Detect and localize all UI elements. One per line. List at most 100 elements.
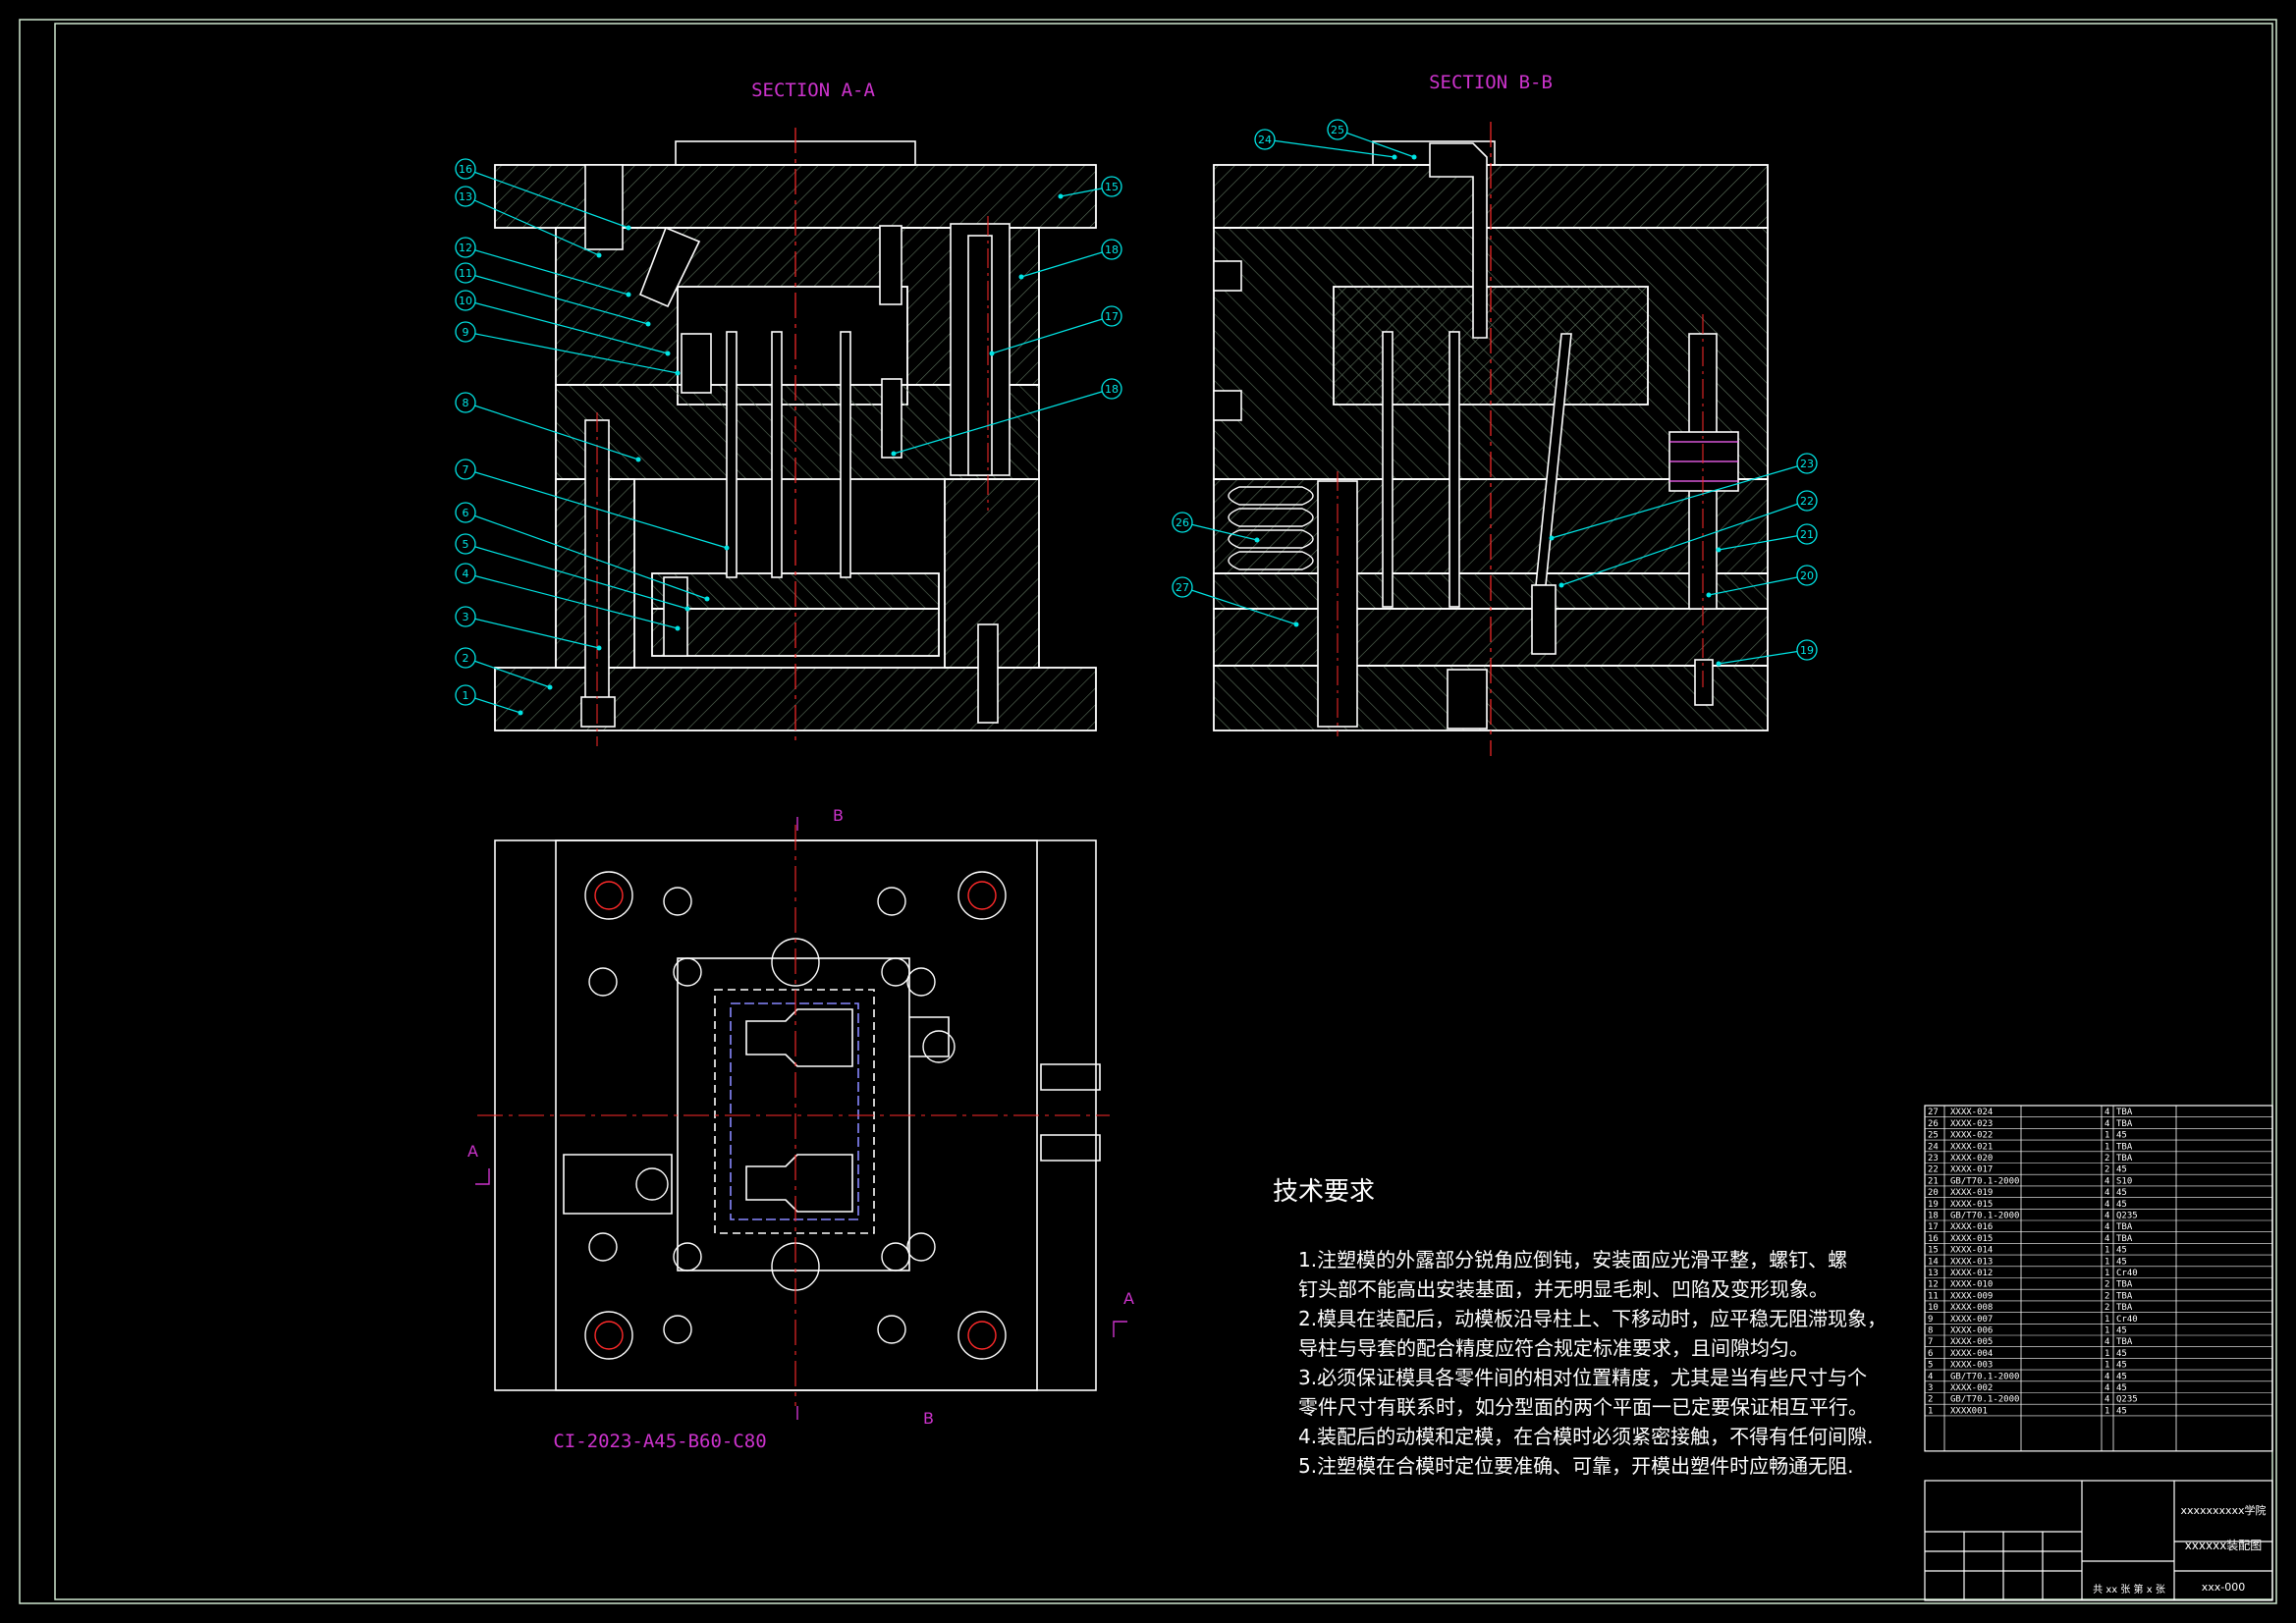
balloon: 12	[455, 237, 631, 298]
bom-cell: 19	[1928, 1200, 1939, 1210]
tech-requirement-line: 零件尺寸有联系时，如分型面的两个平面一已定要保证相互平行。	[1298, 1395, 1868, 1419]
bom-cell: XXXX-020	[1950, 1154, 1993, 1163]
bom-cell: 4	[2105, 1234, 2109, 1244]
tech-requirement-line: 5.注塑模在合模时定位要准确、可靠，开模出塑件时应畅通无阻.	[1298, 1454, 1853, 1478]
bom-cell: 20	[1928, 1188, 1939, 1198]
balloon-number: 3	[463, 611, 469, 623]
bom-cell: 5	[1928, 1361, 1933, 1371]
bom-cell: 12	[1928, 1280, 1939, 1290]
balloon: 9	[455, 321, 681, 376]
balloon-number: 23	[1800, 458, 1814, 470]
bom-cell: XXXX-023	[1950, 1119, 1993, 1129]
bom-cell: 16	[1928, 1234, 1939, 1244]
bom-cell: TBA	[2116, 1222, 2133, 1232]
bom-cell: 9	[1928, 1315, 1933, 1325]
drawing-code: CI-2023-A45-B60-C80	[553, 1431, 766, 1452]
tech-requirement-line: 1.注塑模的外露部分锐角应倒钝，安装面应光滑平整，螺钉、螺	[1298, 1248, 1847, 1271]
tech-requirements-title: 技术要求	[1273, 1177, 1375, 1207]
balloon-number: 7	[463, 463, 469, 476]
bom-cell: 24	[1928, 1142, 1939, 1152]
bom-cell: 1	[2105, 1326, 2109, 1336]
bom-cell: XXXX-002	[1950, 1383, 1993, 1393]
bom-cell: GB/T70.1-2000	[1950, 1372, 2019, 1381]
bom-cell: 45	[2116, 1188, 2127, 1198]
balloon-number: 18	[1105, 383, 1119, 396]
balloon-number: 8	[463, 397, 469, 409]
bom-cell: Q235	[2116, 1395, 2138, 1405]
bom-cell: 45	[2116, 1200, 2127, 1210]
bom-cell: 45	[2116, 1246, 2127, 1256]
bom-cell: 45	[2116, 1349, 2127, 1359]
bom-cell: 1	[2105, 1246, 2109, 1256]
bom-cell: 4	[2105, 1222, 2109, 1232]
bom-cell: TBA	[2116, 1337, 2133, 1347]
bom-cell: 4	[2105, 1176, 2109, 1186]
balloon: 18	[1018, 239, 1122, 280]
balloon: 19	[1716, 639, 1818, 667]
balloon: 22	[1558, 490, 1818, 588]
bom-cell: 1	[2105, 1257, 2109, 1267]
balloon-number: 26	[1175, 516, 1189, 529]
balloon: 24	[1254, 129, 1397, 160]
bom-cell: TBA	[2116, 1234, 2133, 1244]
bom-cell: 1	[2105, 1269, 2109, 1278]
balloon-number: 15	[1105, 181, 1119, 193]
bom-cell: 45	[2116, 1361, 2127, 1371]
balloon-number: 19	[1800, 644, 1814, 657]
bom-cell: 4	[2105, 1383, 2109, 1393]
tech-requirement-line: 2.模具在装配后，动模板沿导柱上、下移动时，应平稳无阻滞现象，	[1298, 1307, 1886, 1330]
bom-cell: XXXX-008	[1950, 1303, 1993, 1313]
bom-cell: 4	[2105, 1119, 2109, 1129]
bom-cell: 2	[2105, 1165, 2109, 1175]
balloon: 7	[455, 459, 730, 551]
cut-label-b-bottom: B	[923, 1409, 934, 1428]
bom-cell: XXXX-004	[1950, 1349, 1993, 1359]
bom-cell: XXXX-016	[1950, 1222, 1993, 1232]
balloon: 2	[455, 647, 553, 690]
bom-cell: 6	[1928, 1349, 1933, 1359]
cut-label-a-right: A	[1123, 1289, 1134, 1308]
bom-cell: 27	[1928, 1108, 1939, 1117]
bom-cell: GB/T70.1-2000	[1950, 1212, 2019, 1221]
inner-frame	[54, 23, 2273, 1600]
balloon-number: 10	[459, 295, 472, 307]
bom-cell: 4	[2105, 1212, 2109, 1221]
bom-cell: 2	[2105, 1303, 2109, 1313]
balloon: 15	[1058, 176, 1122, 199]
bom-cell: 2	[2105, 1291, 2109, 1301]
balloon: 17	[989, 305, 1122, 356]
bom-cell: Cr40	[2116, 1269, 2138, 1278]
balloon: 20	[1706, 565, 1818, 598]
sheet-count: 共 xx 张 第 x 张	[2093, 1583, 2165, 1596]
balloon-number: 4	[463, 568, 469, 580]
bom-cell: XXXX-022	[1950, 1131, 1993, 1141]
school-name: xxxxxxxxxx学院	[2180, 1503, 2266, 1517]
cut-label-a-left: A	[467, 1142, 478, 1161]
balloon: 1	[455, 684, 523, 716]
balloon: 8	[455, 392, 641, 462]
bom-cell: XXXX-010	[1950, 1280, 1993, 1290]
bom-cell: XXXX001	[1950, 1406, 1988, 1416]
bom-cell: 4	[2105, 1200, 2109, 1210]
bom-cell: 1	[2105, 1315, 2109, 1325]
balloon-number: 27	[1175, 581, 1189, 594]
balloon-number: 13	[459, 190, 472, 203]
bom-cell: 4	[1928, 1372, 1933, 1381]
balloon-number: 20	[1800, 569, 1814, 582]
bom-cell: 11	[1928, 1291, 1939, 1301]
section-bb-title: SECTION B-B	[1429, 72, 1553, 93]
